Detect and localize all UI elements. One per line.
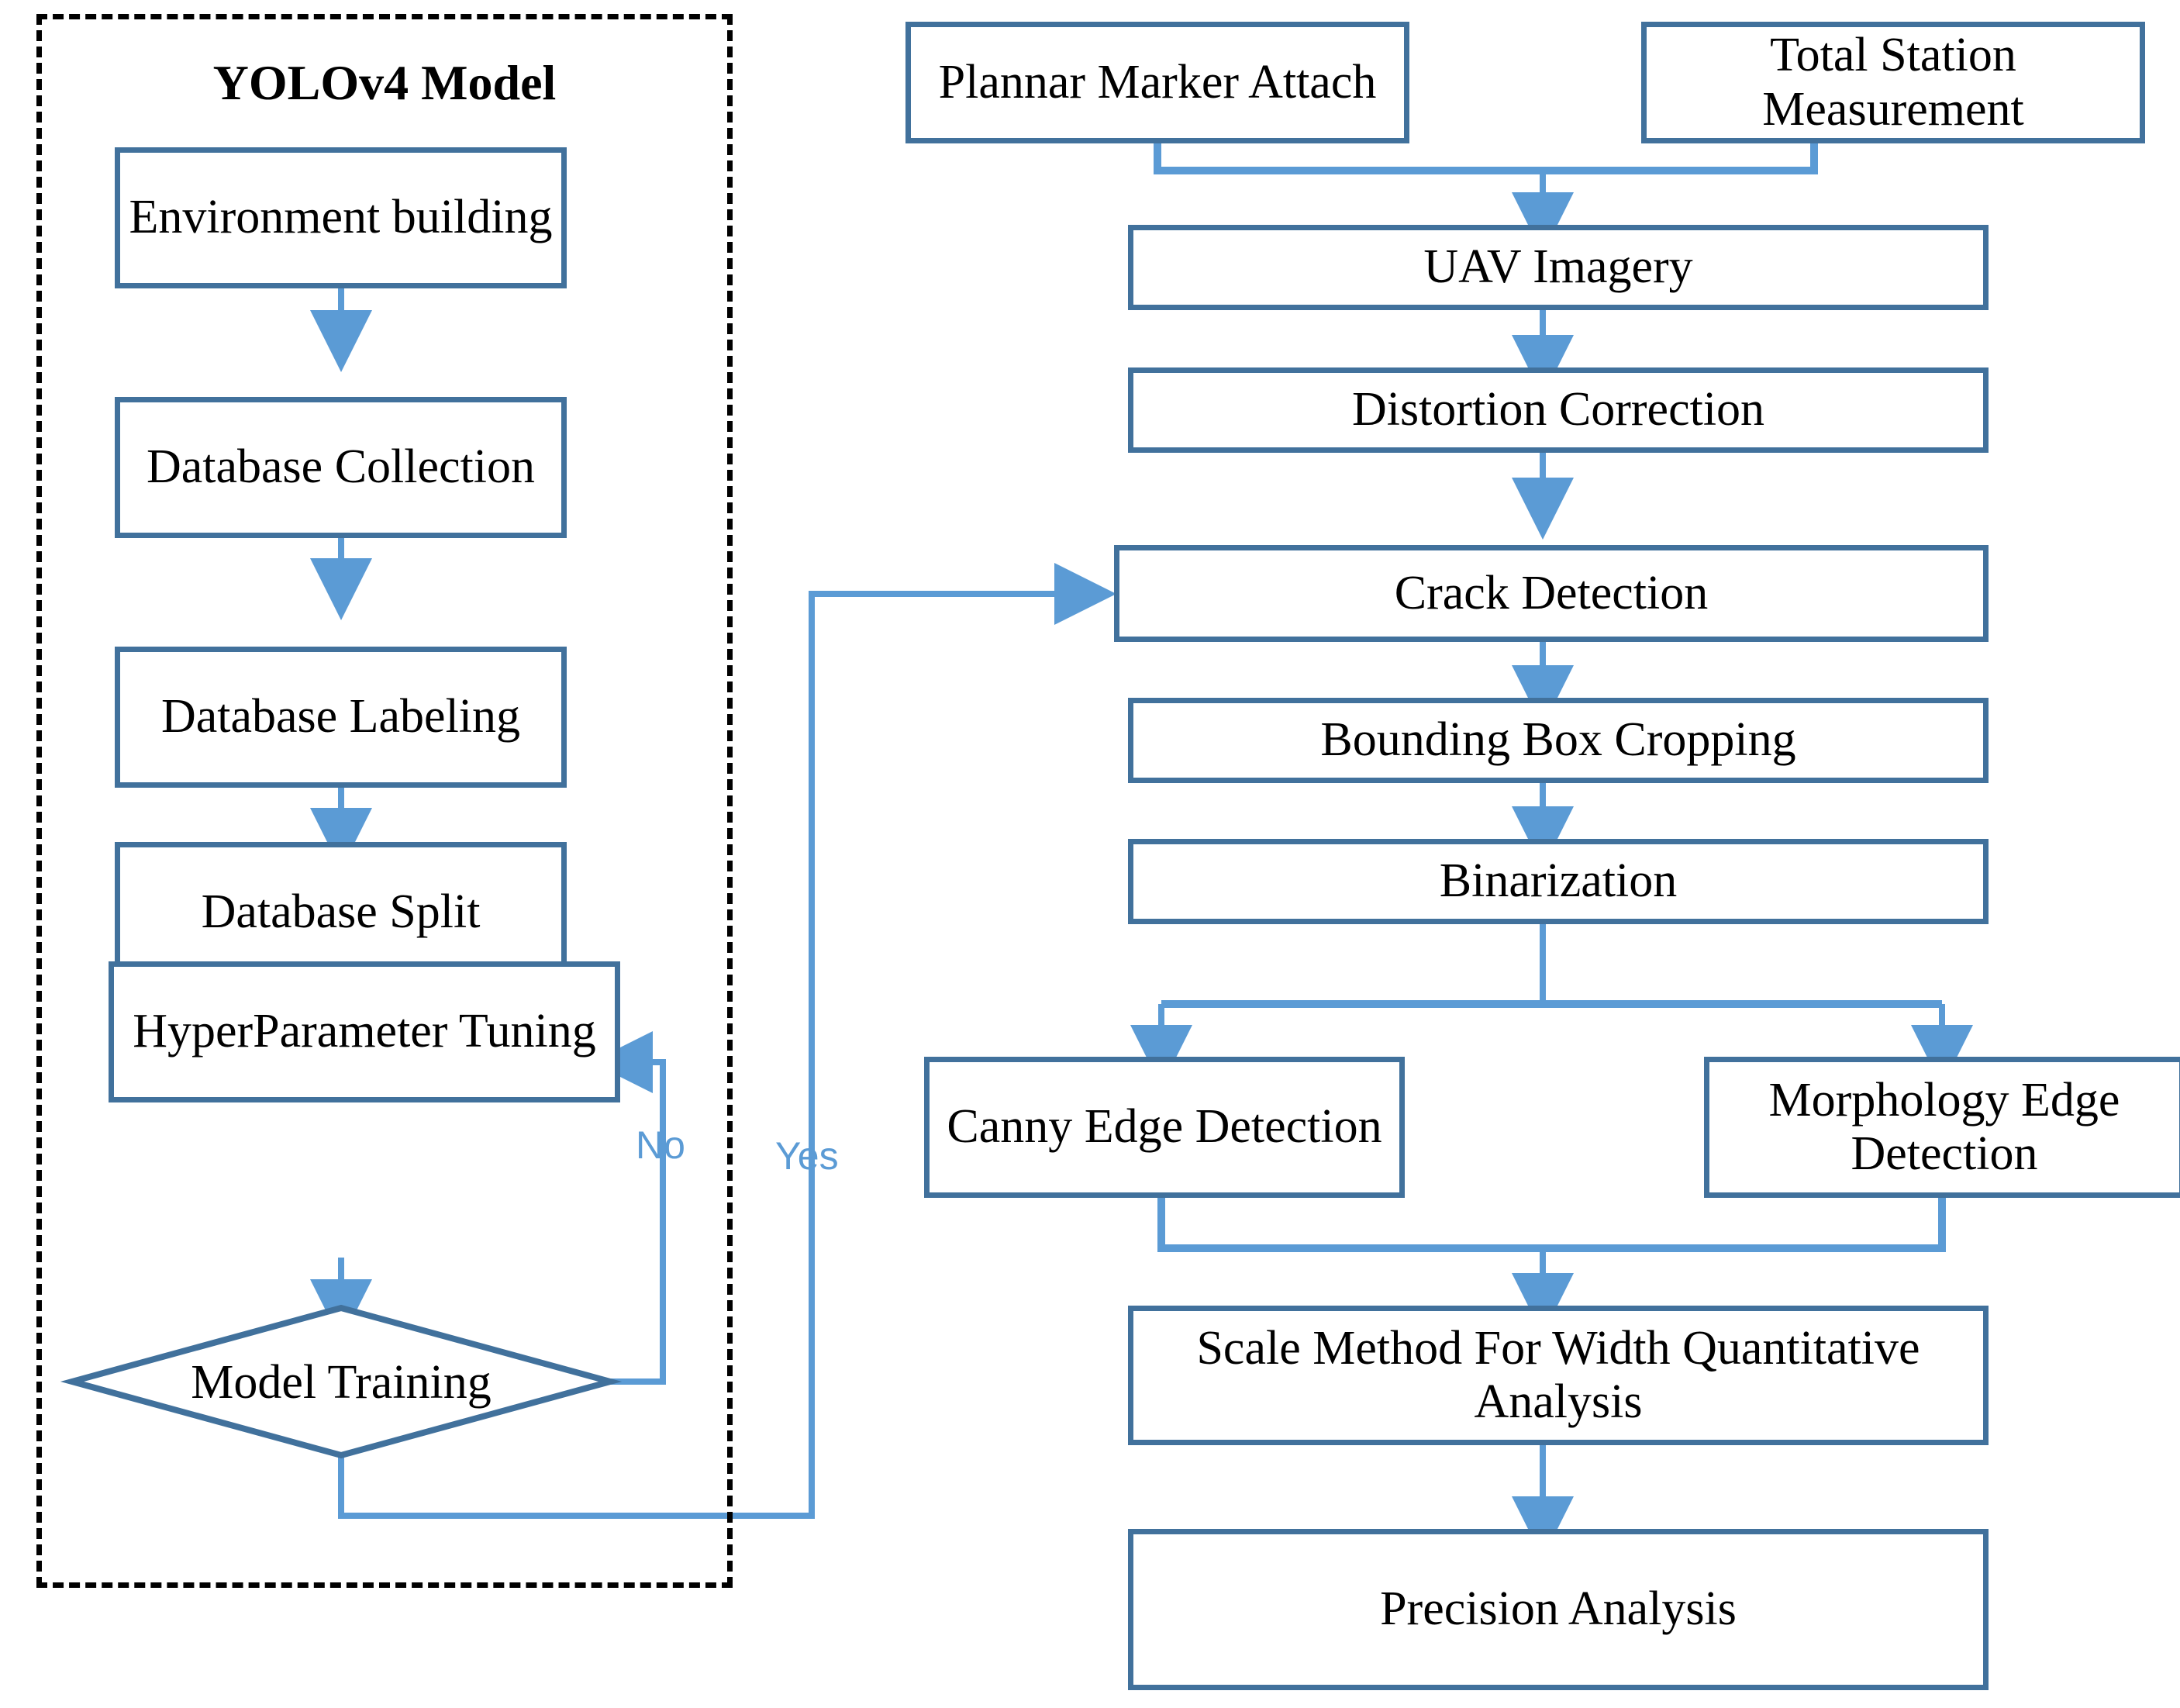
yolov4-model-group xyxy=(36,14,733,1588)
node-label: Total Station Measurement xyxy=(1762,29,2024,136)
edge-label-yes: Yes xyxy=(775,1134,839,1178)
arrow-yes-path xyxy=(338,563,1116,1519)
node-crack-detection[interactable]: Crack Detection xyxy=(1114,545,1989,642)
node-scale-method[interactable]: Scale Method For Width Quantitative Anal… xyxy=(1128,1306,1989,1445)
node-label: Distortion Correction xyxy=(1351,383,1765,436)
node-label: Plannar Marker Attach xyxy=(938,55,1377,109)
node-label: HyperParameter Tuning xyxy=(133,1005,596,1058)
node-precision-analysis[interactable]: Precision Analysis xyxy=(1128,1529,1989,1690)
node-label: Database Split xyxy=(201,885,481,939)
node-label: Database Collection xyxy=(147,440,535,494)
node-label: UAV Imagery xyxy=(1423,240,1693,294)
yolov4-model-group-title: YOLOv4 Model xyxy=(212,55,557,110)
node-label: Precision Analysis xyxy=(1380,1582,1737,1636)
node-distortion-correction[interactable]: Distortion Correction xyxy=(1128,367,1989,453)
node-label: Canny Edge Detection xyxy=(947,1100,1382,1154)
node-label: Morphology Edge Detection xyxy=(1768,1073,2120,1180)
node-binarization[interactable]: Binarization xyxy=(1128,839,1989,924)
node-label: Environment building xyxy=(129,191,553,244)
node-label: Binarization xyxy=(1439,854,1678,908)
node-plannar-marker-attach[interactable]: Plannar Marker Attach xyxy=(905,22,1409,143)
node-label: Database Labeling xyxy=(160,690,521,744)
node-model-training-label[interactable]: Model Training xyxy=(191,1356,492,1409)
node-hyperparameter-tuning[interactable]: HyperParameter Tuning xyxy=(109,961,620,1102)
node-label: Scale Method For Width Quantitative Anal… xyxy=(1196,1321,1920,1428)
node-canny-edge-detection[interactable]: Canny Edge Detection xyxy=(924,1057,1405,1198)
node-database-collection[interactable]: Database Collection xyxy=(115,397,567,538)
node-total-station-measurement[interactable]: Total Station Measurement xyxy=(1641,22,2145,143)
node-label: Bounding Box Cropping xyxy=(1320,713,1796,767)
arrow-no-loop xyxy=(591,1031,666,1385)
merge-line-sources xyxy=(1154,143,1818,174)
edge-label-no: No xyxy=(636,1123,685,1167)
node-environment-building[interactable]: Environment building xyxy=(115,147,567,288)
node-morphology-edge-detection[interactable]: Morphology Edge Detection xyxy=(1704,1057,2180,1198)
node-database-split[interactable]: Database Split xyxy=(115,842,567,983)
node-label: Crack Detection xyxy=(1394,566,1709,619)
node-uav-imagery[interactable]: UAV Imagery xyxy=(1128,225,1989,310)
node-bounding-box-cropping[interactable]: Bounding Box Cropping xyxy=(1128,698,1989,783)
merge-line-edges xyxy=(1157,1198,1946,1252)
node-database-labeling[interactable]: Database Labeling xyxy=(115,647,567,788)
model-training-diamond xyxy=(60,1304,623,1459)
